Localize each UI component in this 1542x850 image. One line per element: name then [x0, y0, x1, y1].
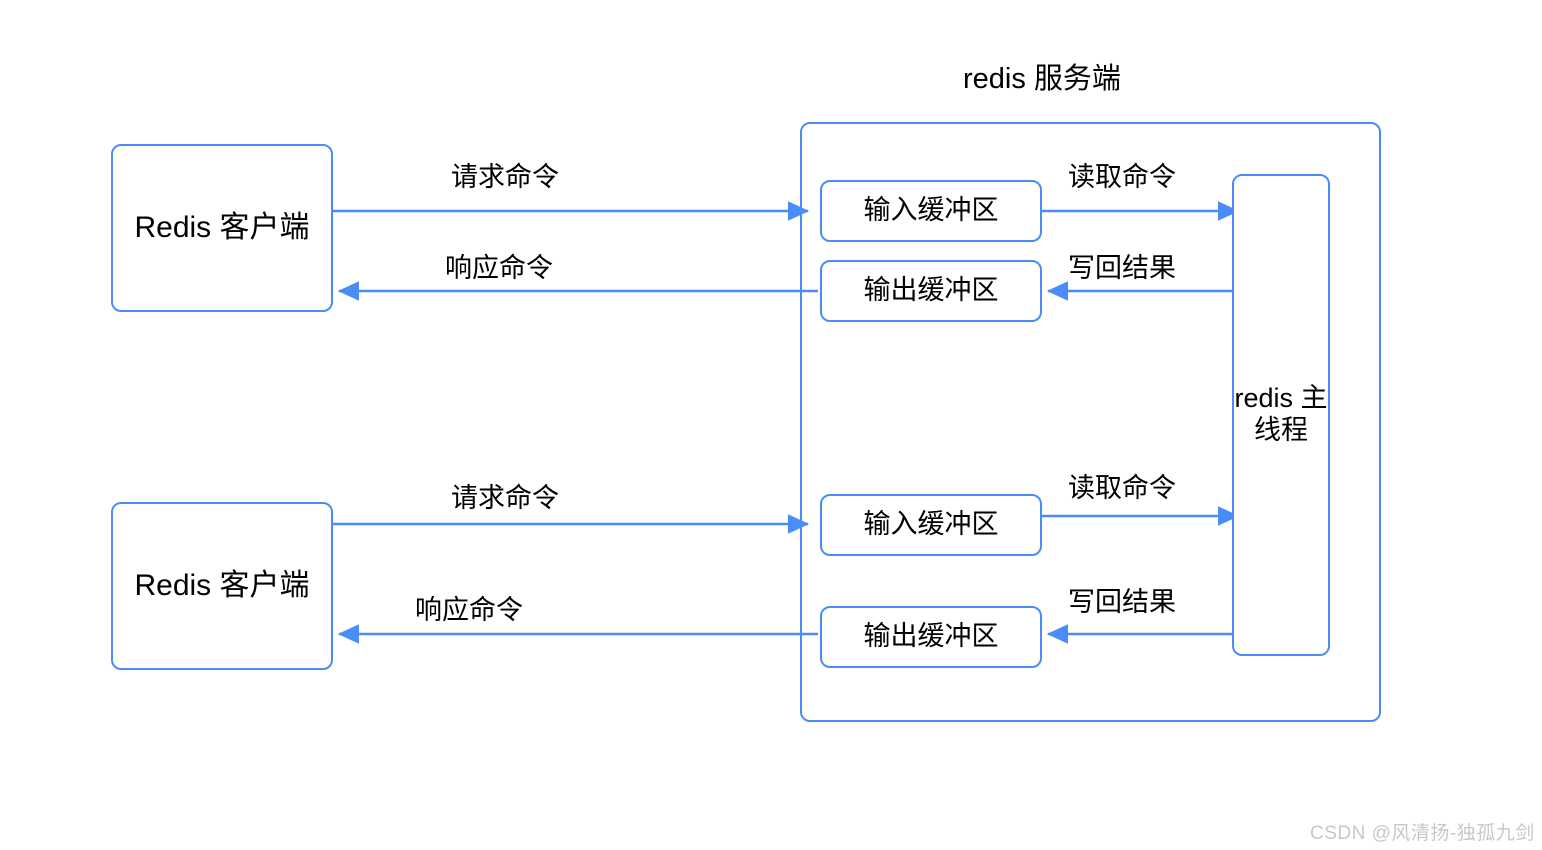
edge-label-response-bottom: 响应命令 — [415, 595, 523, 625]
edge-label-read-top: 读取命令 — [1068, 162, 1176, 192]
node-redis-main-thread[interactable]: redis 主线程 — [1232, 174, 1330, 656]
node-label: redis 主线程 — [1234, 383, 1328, 445]
edge-label-request-top: 请求命令 — [451, 162, 559, 192]
node-label: 输出缓冲区 — [863, 621, 999, 652]
server-container — [800, 122, 1381, 722]
node-label: 输入缓冲区 — [863, 509, 999, 540]
edge-label-writeback-bottom: 写回结果 — [1068, 587, 1176, 617]
node-label: 输入缓冲区 — [863, 195, 999, 226]
edge-label-response-top: 响应命令 — [445, 253, 553, 283]
node-redis-client-top[interactable]: Redis 客户端 — [111, 144, 333, 312]
edge-label-writeback-top: 写回结果 — [1068, 253, 1176, 283]
node-redis-client-bottom[interactable]: Redis 客户端 — [111, 502, 333, 670]
node-input-buffer-top[interactable]: 输入缓冲区 — [820, 180, 1042, 242]
page-title: redis 服务端 — [963, 63, 1121, 95]
node-label: Redis 客户端 — [134, 569, 310, 603]
node-label: Redis 客户端 — [134, 211, 310, 245]
node-output-buffer-top[interactable]: 输出缓冲区 — [820, 260, 1042, 322]
node-input-buffer-bottom[interactable]: 输入缓冲区 — [820, 494, 1042, 556]
edge-label-request-bottom: 请求命令 — [451, 483, 559, 513]
node-label: 输出缓冲区 — [863, 275, 999, 306]
watermark: CSDN @风清扬-独孤九剑 — [1310, 823, 1535, 844]
edge-label-read-bottom: 读取命令 — [1068, 473, 1176, 503]
node-output-buffer-bottom[interactable]: 输出缓冲区 — [820, 606, 1042, 668]
